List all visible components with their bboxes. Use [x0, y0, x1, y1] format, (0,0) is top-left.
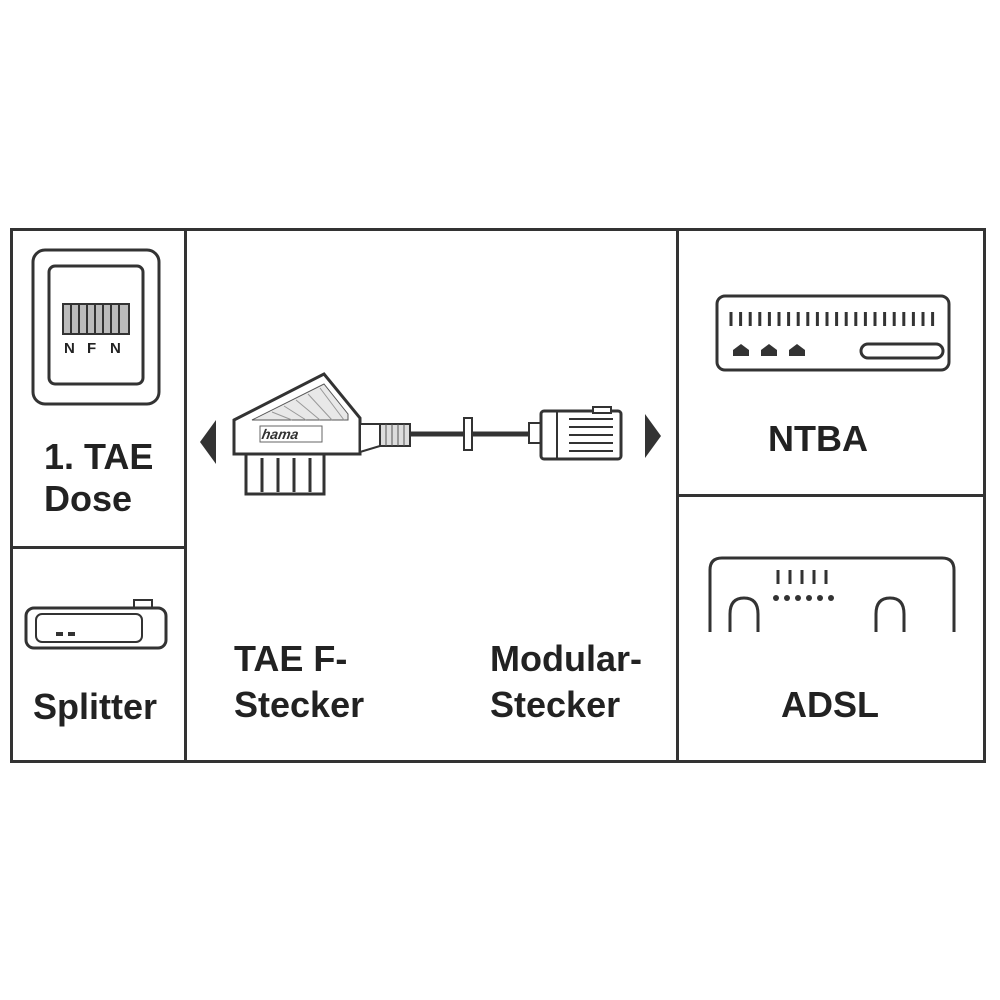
tae-dose-label-line1: 1. TAE	[44, 436, 154, 477]
ntba-device-icon	[715, 294, 951, 372]
divider-left-horizontal	[10, 546, 186, 549]
socket-letter-f: F	[87, 340, 97, 357]
splitter-icon	[24, 599, 168, 650]
plug-brand-text: hama	[260, 426, 300, 442]
adsl-label: ADSL	[781, 684, 879, 725]
cable-line	[410, 417, 536, 451]
tae-socket-icon	[31, 248, 161, 406]
tae-f-stecker-label-line2: Stecker	[234, 684, 365, 725]
modular-plug-icon	[528, 406, 623, 461]
divider-right-horizontal	[676, 494, 986, 497]
tae-plug-icon	[232, 372, 411, 496]
tae-dose-label-line2: Dose	[44, 478, 133, 519]
socket-letter-n1: N	[64, 340, 75, 357]
socket-letter-n2: N	[110, 340, 121, 357]
right-arrow-icon	[645, 414, 661, 458]
tae-f-stecker-label-line1: TAE F-	[234, 638, 348, 679]
modular-stecker-label-line2: Stecker	[490, 684, 621, 725]
adsl-modem-icon	[708, 556, 956, 632]
splitter-label: Splitter	[33, 686, 158, 727]
modular-stecker-label-line1: Modular-	[490, 638, 642, 679]
ntba-label: NTBA	[768, 418, 868, 459]
left-arrow-icon	[200, 420, 216, 464]
divider-left	[184, 228, 187, 763]
